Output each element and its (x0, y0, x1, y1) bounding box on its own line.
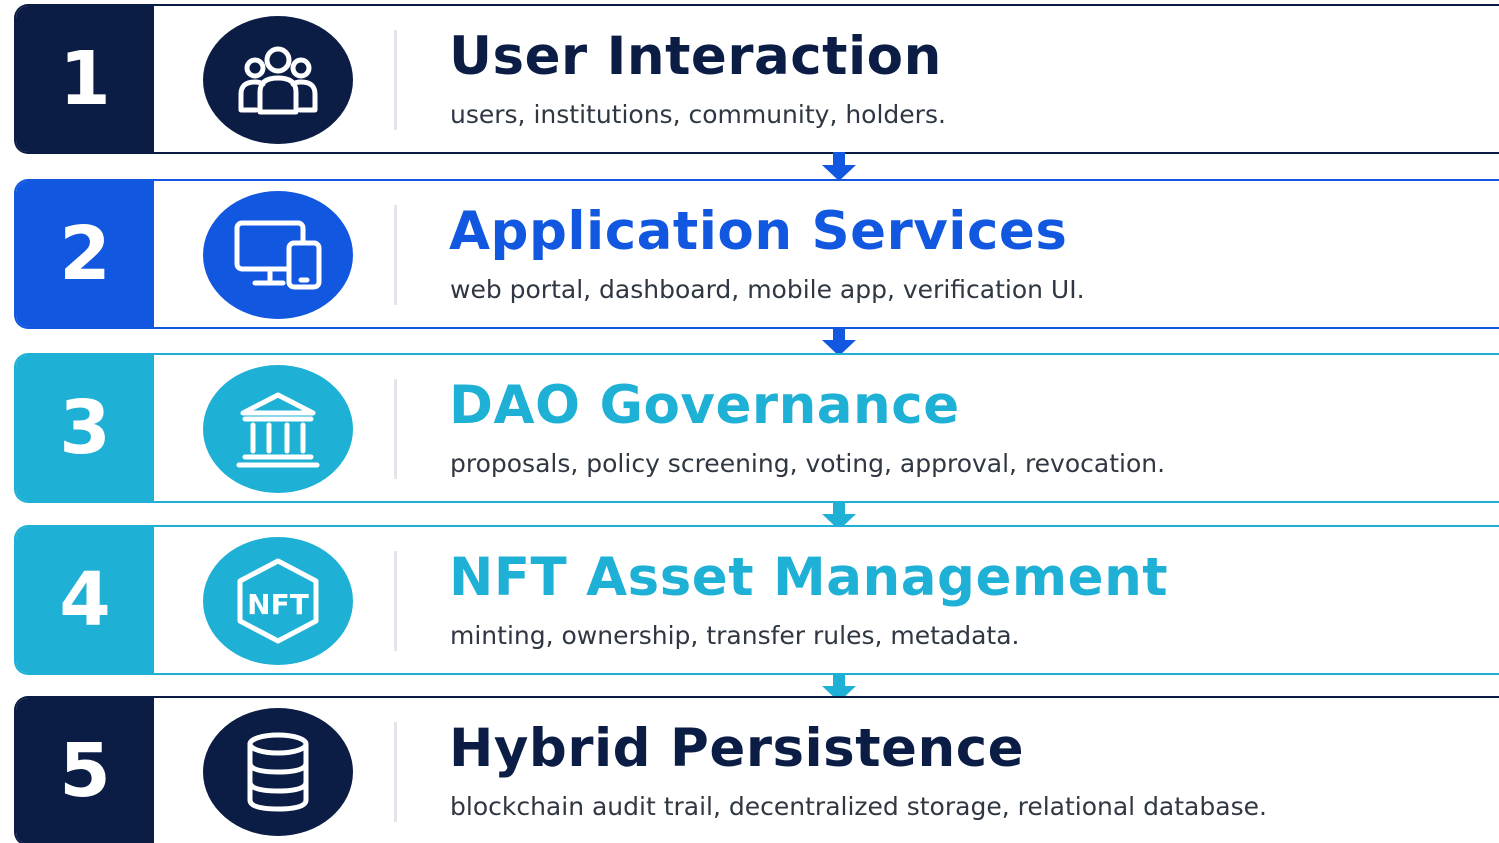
layer-number: 2 (59, 211, 111, 297)
layer-user-interaction: 1 User Interaction users, institutions, … (14, 4, 1499, 154)
layer-description: web portal, dashboard, mobile app, verif… (450, 275, 1085, 304)
layer-number-block: 4 (16, 527, 154, 673)
divider (394, 205, 397, 305)
layer-title: Hybrid Persistence (449, 718, 1025, 779)
layer-number: 4 (59, 557, 111, 643)
layer-number-block: 2 (16, 181, 154, 327)
layer-description: users, institutions, community, holders. (450, 100, 946, 129)
layer-number-block: 3 (16, 355, 154, 501)
nft-badge-text: NFT (247, 588, 309, 621)
layer-title: NFT Asset Management (449, 547, 1169, 608)
layer-title: User Interaction (449, 26, 942, 87)
layer-hybrid-persistence: 5 Hybrid Persistence blockchain audit tr… (14, 696, 1499, 843)
flow-arrow-down-icon (816, 501, 862, 531)
layer-description: blockchain audit trail, decentralized st… (450, 792, 1267, 821)
divider (394, 379, 397, 479)
layer-nft-asset-management: 4 NFT NFT Asset Management minting, owne… (14, 525, 1499, 675)
layer-title: Application Services (449, 201, 1068, 262)
database-icon (203, 708, 353, 836)
divider (394, 30, 397, 130)
flow-arrow-down-icon (816, 152, 862, 182)
layer-dao-governance: 3 DAO Governance proposals, policy scree… (14, 353, 1499, 503)
layer-number: 1 (59, 36, 111, 122)
divider (394, 722, 397, 822)
layer-description: minting, ownership, transfer rules, meta… (450, 621, 1020, 650)
layer-title: DAO Governance (449, 375, 960, 436)
flow-arrow-down-icon (816, 673, 862, 703)
layer-number-block: 5 (16, 698, 154, 843)
flow-arrow-down-icon (816, 327, 862, 357)
layer-number: 3 (59, 385, 111, 471)
nft-hexagon-icon: NFT (203, 537, 353, 665)
divider (394, 551, 397, 651)
layer-number: 5 (59, 728, 111, 814)
layer-description: proposals, policy screening, voting, app… (450, 449, 1166, 478)
layer-number-block: 1 (16, 6, 154, 152)
users-group-icon (203, 16, 353, 144)
layer-application-services: 2 Application Services web portal, dashb… (14, 179, 1499, 329)
institution-building-icon (203, 365, 353, 493)
devices-icon (203, 191, 353, 319)
